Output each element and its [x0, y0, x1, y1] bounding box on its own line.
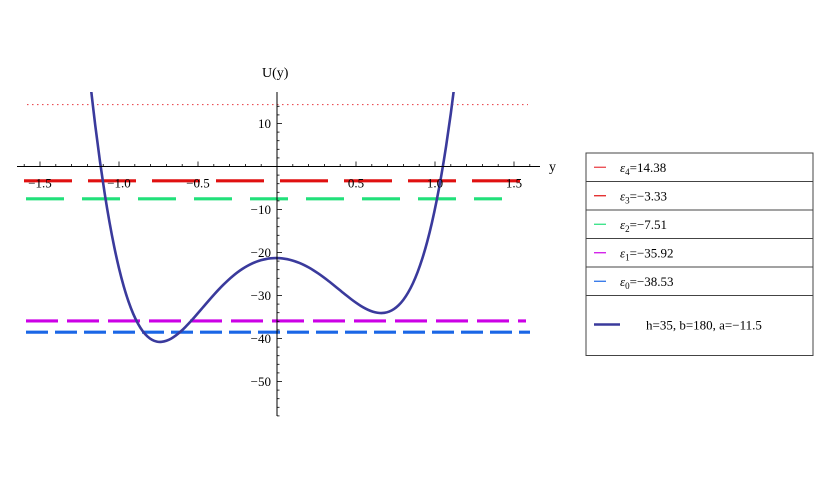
- legend-label-2: ε2=−7.51: [620, 217, 667, 234]
- y-tick-label: −40: [251, 331, 271, 346]
- y-axis-title: U(y): [262, 66, 289, 81]
- legend-symbol: ε: [620, 245, 626, 260]
- y-ticks: 10 −10 −20 −30 −40 −50: [251, 105, 282, 417]
- legend-box: [585, 152, 814, 356]
- legend-label-1: ε1=−35.92: [620, 245, 674, 262]
- legend-symbol: ε: [620, 160, 626, 175]
- x-tick-label: 1.0: [427, 176, 443, 191]
- x-tick-label: 1.5: [506, 176, 522, 191]
- legend-index: 0: [625, 281, 630, 291]
- legend-symbol: ε: [620, 274, 626, 289]
- legend-value: =−35.92: [630, 245, 674, 260]
- legend-label-0: ε0=−38.53: [620, 274, 674, 291]
- legend-value: =14.38: [630, 160, 667, 175]
- legend-index: 4: [625, 167, 630, 177]
- legend-label-potential: h=35, b=180, a=−11.5: [646, 318, 762, 333]
- y-tick-label: 10: [258, 116, 271, 131]
- y-tick-label: −30: [251, 288, 271, 303]
- legend-label-4: ε4=14.38: [620, 160, 666, 177]
- legend: ε4=14.38ε3=−3.33ε2=−7.51ε1=−35.92ε0=−38.…: [585, 152, 814, 356]
- x-tick-label: −0.5: [186, 176, 210, 191]
- x-tick-label: −1.0: [107, 176, 131, 191]
- legend-index: 1: [625, 252, 630, 262]
- potential-series: [90, 92, 455, 344]
- x-tick-label: −1.5: [28, 176, 52, 191]
- legend-items: ε4=14.38ε3=−3.33ε2=−7.51ε1=−35.92ε0=−38.…: [586, 160, 813, 333]
- y-tick-label: −50: [251, 374, 271, 389]
- y-tick-label: −10: [251, 202, 271, 217]
- x-axis-title: y: [549, 160, 556, 175]
- legend-index: 2: [625, 224, 630, 234]
- x-ticks: −1.5 −1.0 −0.5 0.5 1.0 1.5: [23, 161, 531, 191]
- legend-label-3: ε3=−3.33: [620, 188, 667, 205]
- x-tick-label: 0.5: [348, 176, 364, 191]
- potential-curve: [90, 92, 455, 344]
- legend-value: =−38.53: [630, 274, 674, 289]
- legend-value: =−3.33: [630, 188, 667, 203]
- legend-value: =−7.51: [630, 217, 667, 232]
- legend-index: 3: [625, 195, 630, 205]
- y-tick-label: −20: [251, 245, 271, 260]
- legend-symbol: ε: [620, 188, 626, 203]
- legend-symbol: ε: [620, 217, 626, 232]
